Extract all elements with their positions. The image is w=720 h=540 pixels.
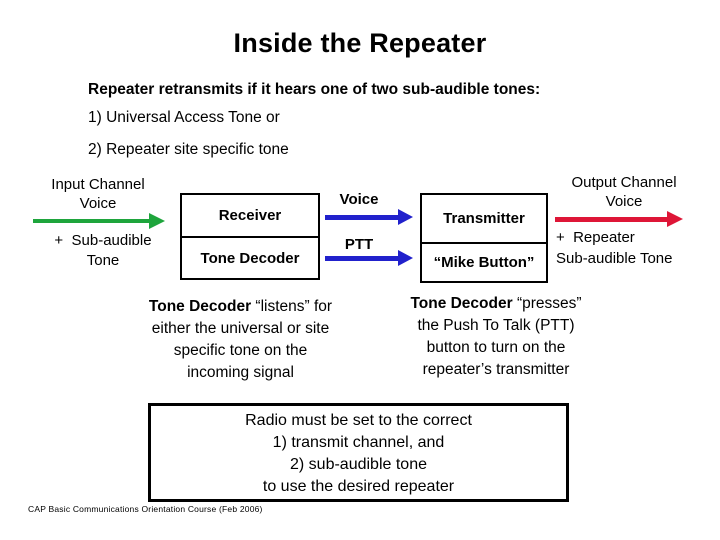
receiver-box: Receiver Tone Decoder <box>180 193 320 280</box>
callout-line: 1) transmit channel, and <box>272 434 445 451</box>
voice-signal-arrow <box>325 209 413 225</box>
radio-setup-callout-box: Radio must be set to the correct 1) tran… <box>148 403 569 502</box>
voice-signal-arrowhead-icon <box>398 209 413 225</box>
input-channel-label-line2: Voice <box>79 195 117 212</box>
note-rest: “presses” <box>512 295 582 312</box>
input-voice-arrow <box>33 213 165 229</box>
tone-decoder-cell: Tone Decoder <box>182 236 318 278</box>
callout-line: 2) sub-audible tone <box>290 456 427 473</box>
note-lead: Tone Decoder <box>410 295 513 312</box>
transmitter-box: Transmitter “Mike Button” <box>420 193 548 283</box>
note-line: Tone Decoder “presses” <box>388 293 604 315</box>
note-line: button to turn on the <box>426 339 566 356</box>
input-voice-arrow-shaft <box>33 219 149 223</box>
note-line: Tone Decoder “listens” for <box>108 296 373 318</box>
tone-decoder-presses-note: Tone Decoder “presses” the Push To Talk … <box>388 293 604 381</box>
output-channel-label-line2: Voice <box>605 193 643 210</box>
output-channel-label-line1: Output Channel <box>571 174 677 191</box>
ptt-signal-arrow <box>325 250 413 266</box>
callout-line: Radio must be set to the correct <box>245 412 472 429</box>
note-line: specific tone on the <box>173 342 308 359</box>
mike-button-cell: “Mike Button” <box>422 242 546 281</box>
page-title: Inside the Repeater <box>233 28 487 58</box>
ptt-signal-label: PTT <box>344 236 374 253</box>
output-voice-arrow <box>555 211 683 227</box>
note-line: incoming signal <box>187 364 294 381</box>
input-channel-label: Input Channel Voice <box>28 175 168 213</box>
output-voice-arrowhead-icon <box>667 211 683 227</box>
input-voice-arrowhead-icon <box>149 213 165 229</box>
input-subaudible-label: + Sub-audible Tone <box>33 231 173 271</box>
voice-signal-label: Voice <box>339 191 379 208</box>
intro-item-2: 2) Repeater site specific tone <box>88 141 289 158</box>
output-subaudible-label-line2: Sub-audible Tone <box>556 250 673 267</box>
intro-lead-text: Repeater retransmits if it hears one of … <box>88 81 541 98</box>
voice-signal-arrow-shaft <box>325 214 398 220</box>
callout-line: to use the desired repeater <box>262 478 455 495</box>
transmitter-cell: Transmitter <box>443 210 525 227</box>
output-subaudible-label-line1: + Repeater <box>556 229 635 246</box>
note-line: repeater’s transmitter <box>422 361 570 378</box>
intro-item-1: 1) Universal Access Tone or <box>88 109 280 126</box>
note-lead: Tone Decoder <box>148 298 252 315</box>
note-rest: “listens” for <box>251 298 333 315</box>
course-footer-text: CAP Basic Communications Orientation Cou… <box>28 504 263 514</box>
note-line: the Push To Talk (PTT) <box>417 317 575 334</box>
output-subaudible-label: + Repeater Sub-audible Tone <box>556 227 716 269</box>
output-channel-label: Output Channel Voice <box>553 173 695 211</box>
receiver-cell: Receiver <box>218 207 282 224</box>
ptt-signal-arrowhead-icon <box>398 250 413 266</box>
note-line: either the universal or site <box>151 320 330 337</box>
ptt-signal-arrow-shaft <box>325 255 398 261</box>
tone-decoder-listens-note: Tone Decoder “listens” for either the un… <box>108 296 373 384</box>
output-voice-arrow-shaft <box>555 216 667 222</box>
input-subaudible-label-line2: Tone <box>86 252 120 269</box>
input-channel-label-line1: Input Channel <box>51 176 145 193</box>
input-subaudible-label-line1: + Sub-audible <box>54 232 152 249</box>
